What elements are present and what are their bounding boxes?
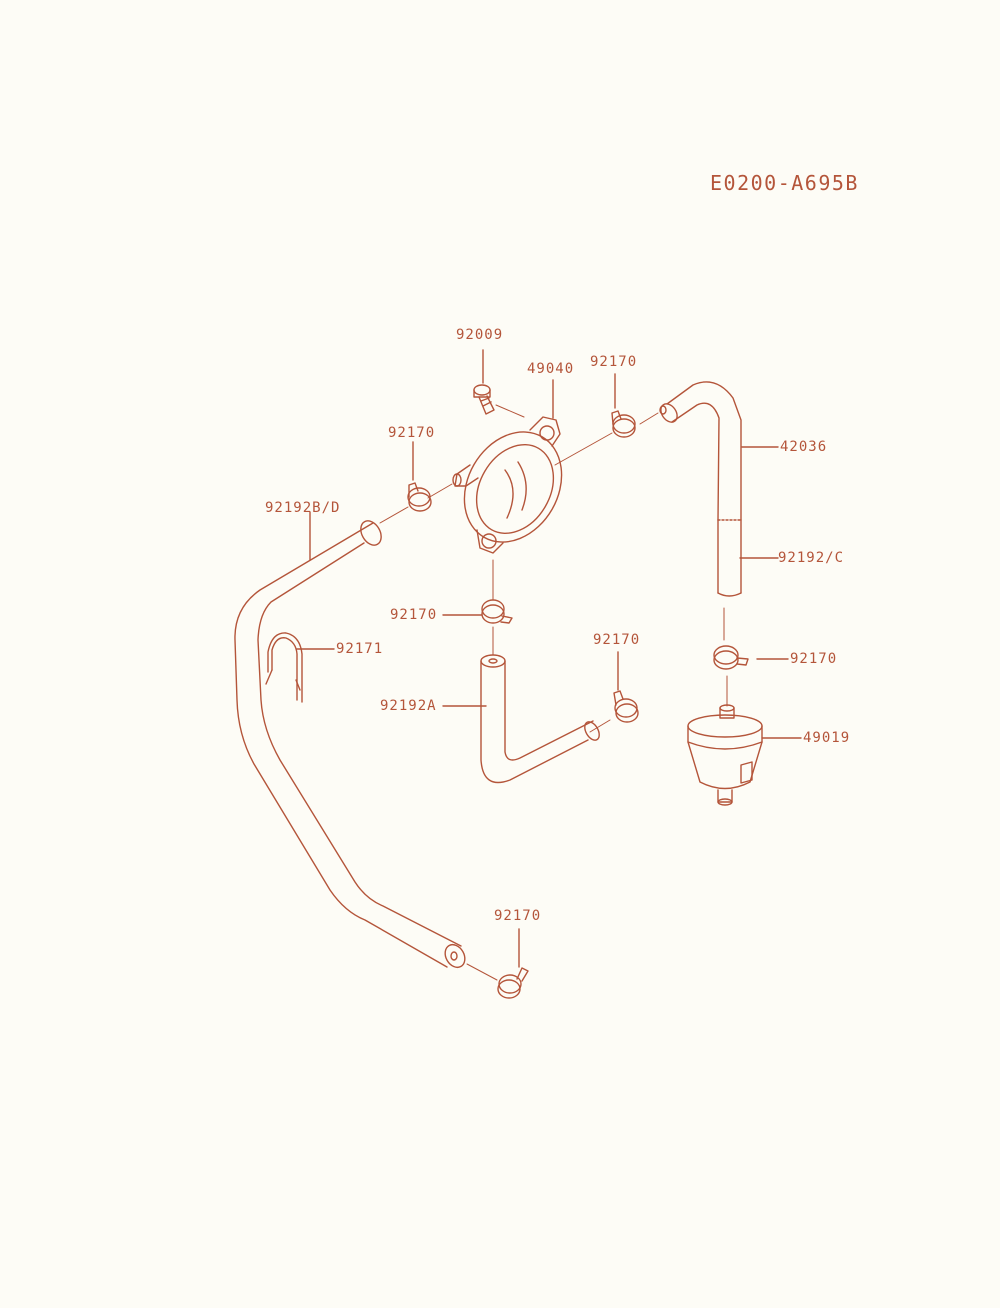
fuel-pump-49040	[452, 416, 563, 554]
label-92192c: 92192/C	[778, 550, 845, 566]
label-92192a: 92192A	[380, 698, 437, 714]
hose-92192bd	[234, 520, 466, 969]
bolt-92009	[473, 384, 495, 415]
pipe-42036	[659, 381, 742, 521]
label-92170-right: 92170	[790, 651, 838, 667]
label-49019: 49019	[803, 730, 851, 746]
hose-clamp-92170-right	[713, 645, 749, 670]
hose-clamp-92170-top	[611, 410, 636, 438]
label-92170-top: 92170	[590, 354, 638, 370]
label-92170-mid: 92170	[390, 607, 438, 623]
hose-clamp-92170-center	[481, 599, 513, 624]
label-42036: 42036	[780, 439, 828, 455]
hose-92192c	[717, 519, 742, 597]
label-92009: 92009	[456, 327, 504, 343]
hose-clamp-92170-left	[407, 482, 432, 512]
hose-clamp-92170-right-center	[613, 690, 639, 723]
fuel-filter-49019	[687, 704, 763, 806]
label-49040: 49040	[527, 361, 575, 377]
clip-92171	[265, 632, 303, 703]
label-92170-left: 92170	[388, 425, 436, 441]
label-92170-bottom: 92170	[494, 908, 542, 924]
leader-lines	[296, 349, 802, 968]
diagram-code: E0200-A695B	[710, 171, 859, 195]
hose-92192a	[480, 654, 600, 784]
label-92170-center: 92170	[593, 632, 641, 648]
label-92171: 92171	[336, 641, 384, 657]
assembly-lines	[379, 404, 728, 981]
label-92192bd: 92192B/D	[265, 500, 341, 516]
hose-clamp-92170-bottom	[497, 967, 529, 999]
